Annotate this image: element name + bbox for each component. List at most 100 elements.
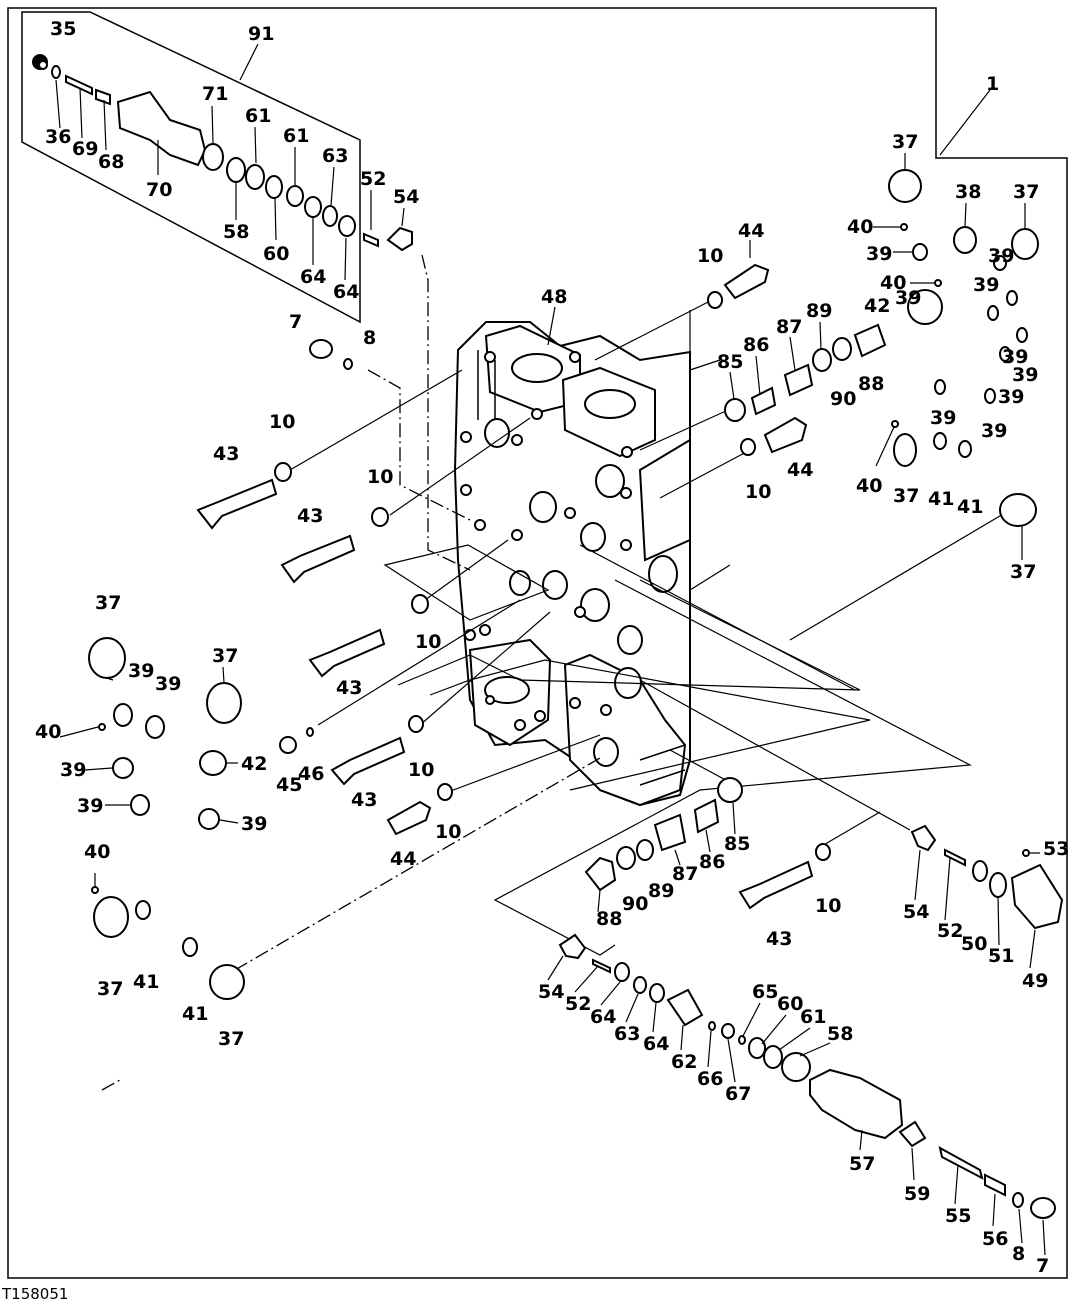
callout-label: 10 — [435, 821, 461, 843]
callout-label: 61 — [283, 125, 309, 147]
callout-label: 88 — [858, 373, 884, 395]
callout-label: 10 — [415, 631, 441, 653]
callout-label: 61 — [800, 1006, 826, 1028]
callout-label: 10 — [745, 481, 771, 503]
group-91-outline — [21, 11, 361, 324]
group-91-parts — [32, 54, 413, 252]
callout-label: 64 — [300, 266, 326, 288]
callout-label: 46 — [298, 763, 324, 785]
loose-parts — [88, 169, 1064, 1219]
callout-label: 70 — [146, 179, 172, 201]
callout-label: 10 — [367, 466, 393, 488]
callout-label: 10 — [815, 895, 841, 917]
callout-label: 67 — [725, 1083, 751, 1105]
callout-label: 54 — [538, 981, 564, 1003]
callout-leaders — [55, 79, 1046, 1256]
callout-label: 7 — [289, 311, 302, 333]
callout-label: 7 — [1036, 1255, 1049, 1277]
callout-label: 39 — [1002, 346, 1028, 368]
callout-label: 39 — [981, 420, 1007, 442]
callout-label: 10 — [408, 759, 434, 781]
callout-label: 39 — [155, 673, 181, 695]
callout-label: 41 — [928, 488, 954, 510]
callout-label: 64 — [643, 1033, 669, 1055]
callout-label: 8 — [363, 327, 376, 349]
callout-label: 41 — [182, 1003, 208, 1025]
callout-label: 62 — [671, 1051, 697, 1073]
callout-label: 58 — [223, 221, 249, 243]
callout-label: 39 — [1012, 364, 1038, 386]
callout-label: 41 — [957, 496, 983, 518]
callout-label: 85 — [717, 351, 743, 373]
callout-label: 69 — [72, 138, 98, 160]
callout-label: 37 — [95, 592, 121, 614]
callout-label: 39 — [77, 795, 103, 817]
callout-labels: 35 91 36 69 68 70 71 58 61 60 61 64 63 6… — [35, 18, 1069, 1277]
callout-label: 40 — [856, 475, 882, 497]
callout-label: 39 — [998, 386, 1024, 408]
frame-border — [7, 7, 1068, 1279]
callout-label: 44 — [738, 220, 764, 242]
callout-label: 10 — [269, 411, 295, 433]
callout-label: 40 — [35, 721, 61, 743]
callout-label: 39 — [973, 274, 999, 296]
callout-label: 50 — [961, 933, 987, 955]
callout-label: 44 — [390, 848, 416, 870]
callout-label: 43 — [336, 677, 362, 699]
callout-label: 86 — [743, 334, 769, 356]
callout-label: 63 — [614, 1023, 640, 1045]
callout-label: 87 — [776, 316, 802, 338]
callout-label: 51 — [988, 945, 1014, 967]
callout-label: 39 — [988, 245, 1014, 267]
callout-label: 66 — [697, 1068, 723, 1090]
callout-label: 37 — [1013, 181, 1039, 203]
figure-id: T158051 — [1, 1285, 68, 1303]
leader-lines — [289, 299, 1011, 956]
callout-label: 39 — [930, 407, 956, 429]
callout-label: 60 — [777, 993, 803, 1015]
callout-label: 8 — [1012, 1243, 1025, 1265]
callout-label: 43 — [297, 505, 323, 527]
callout-label: 35 — [50, 18, 76, 40]
callout-label: 1 — [986, 73, 999, 95]
callout-label: 43 — [351, 789, 377, 811]
valve-housing — [453, 321, 691, 807]
callout-label: 40 — [847, 216, 873, 238]
callout-label: 43 — [213, 443, 239, 465]
callout-label: 37 — [218, 1028, 244, 1050]
callout-label: 39 — [128, 660, 154, 682]
callout-label: 53 — [1043, 838, 1069, 860]
callout-label: 56 — [982, 1228, 1008, 1250]
callout-label: 60 — [263, 243, 289, 265]
callout-label: 86 — [699, 851, 725, 873]
callout-label: 54 — [903, 901, 929, 923]
callout-label: 89 — [648, 880, 674, 902]
callout-label: 40 — [880, 272, 906, 294]
callout-label: 58 — [827, 1023, 853, 1045]
callout-label: 42 — [864, 295, 890, 317]
callout-label: 87 — [672, 863, 698, 885]
callout-label: 57 — [849, 1153, 875, 1175]
callout-label: 39 — [895, 287, 921, 309]
callout-label: 89 — [806, 300, 832, 322]
callout-ticks — [59, 226, 1040, 854]
callout-label: 48 — [541, 286, 567, 308]
callout-label: 90 — [622, 893, 648, 915]
callout-label: 44 — [787, 459, 813, 481]
callout-label: 64 — [590, 1006, 616, 1028]
callout-label: 52 — [937, 920, 963, 942]
callout-label: 88 — [596, 908, 622, 930]
callout-label: 90 — [830, 388, 856, 410]
callout-label: 39 — [241, 813, 267, 835]
callout-label: 42 — [241, 753, 267, 775]
callout-label: 68 — [98, 151, 124, 173]
callout-label: 52 — [360, 168, 386, 190]
callout-label: 43 — [766, 928, 792, 950]
callout-label: 71 — [202, 83, 228, 105]
callout-label: 65 — [752, 981, 778, 1003]
callout-label: 39 — [866, 243, 892, 265]
callout-label: 36 — [45, 126, 71, 148]
callout-label: 37 — [212, 645, 238, 667]
